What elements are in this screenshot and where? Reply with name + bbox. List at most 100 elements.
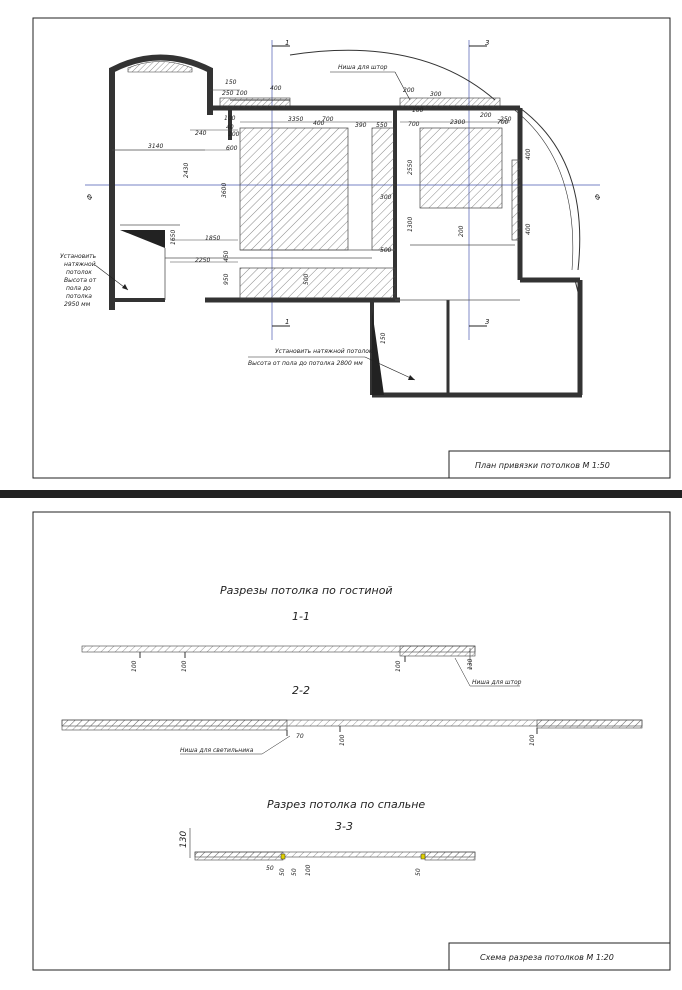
dark-wedge-bottom [372,310,384,395]
section-1-label: 1-1 [292,610,310,623]
center-note: Установить натяжной потолок Высота от по… [248,348,373,367]
dim-label: 100 [224,115,236,122]
axis-3-label-bottom: 3 [485,318,489,326]
dim-label: 100 [181,660,188,672]
dim-label: 300 [380,194,392,201]
dim-label: 100 [529,734,536,746]
dim-label: 250 [500,116,512,123]
axis-right-label: Ф [594,194,602,200]
dim-label: 130 [467,658,474,670]
dim-label: 100 [339,734,346,746]
balcony-wall [109,54,213,300]
dim-label: 500 [380,247,392,254]
bay-window-arc [289,49,496,101]
section-3-label: 3-3 [335,820,353,833]
niche-note: Ниша для штор [338,64,388,71]
svg-text:Высота от: Высота от [64,277,97,284]
heading-living: Разрезы потолка по гостиной [220,584,393,597]
dim-label: 300 [430,91,442,98]
dim-label: 130 [179,831,189,848]
dim-label: 70 [296,733,304,740]
dim-label: 700 [408,121,420,128]
dim-label: 390 [355,122,367,129]
svg-text:2950 мм: 2950 мм [64,301,91,308]
dim-label: 100 [236,90,248,97]
dim-label: 550 [376,122,388,129]
title-text: План привязки потолков М 1:50 [475,461,610,470]
svg-text:потолка: потолка [66,293,92,300]
dim-label: 1300 [407,217,414,232]
dim-label: 700 [322,116,334,123]
dim-label: 100 [412,107,424,114]
ceiling-zone-bottom [239,267,396,299]
dim-label: 100 [228,131,240,138]
ceiling-zone-bedroom [419,127,503,209]
axis-left-label: Ф [86,194,94,200]
dim-label: 500 [303,273,310,285]
title-block [448,942,671,971]
dim-label: 100 [305,864,312,876]
dim-label: 400 [525,148,532,160]
section-2-2: 70 100 100 Ниша для светильника [61,719,643,755]
dim-label: 150 [380,332,387,344]
axis-3-label-top: 3 [485,39,489,47]
svg-text:Установить: Установить [60,253,97,260]
dim-label: 400 [313,120,325,127]
heading-bedroom: Разрез потолка по спальне [267,798,425,811]
axis-1-label-top: 1 [285,39,289,47]
dim-label: 600 [226,145,238,152]
svg-text:потолок: потолок [66,269,92,276]
left-note: Установить натяжной потолок Высота от по… [60,253,97,308]
dim-label: 2430 [183,163,190,178]
dim-label: 50 [279,868,286,876]
svg-text:Высота от пола до потолка 2800: Высота от пола до потолка 2800 мм [248,360,363,367]
dim-label: 1650 [170,230,177,245]
ceiling-zone-strip [371,127,395,251]
svg-text:пола до: пола до [66,285,91,292]
sheet-frame [32,511,671,971]
floor-plan-drawing: План привязки потолков М 1:50 1 3 1 3 Ф … [32,17,671,479]
dim-label: 200 [480,112,492,119]
svg-text:натяжной: натяжной [64,261,96,268]
dim-label: 700 [497,119,509,126]
floor-plan-sheet: План привязки потолков М 1:50 1 3 1 3 Ф … [0,0,682,490]
sections-drawing: Схема разреза потолков М 1:20 Разрезы по… [32,511,671,971]
dim-label: 2250 [195,257,210,264]
sections-sheet: Схема разреза потолков М 1:20 Разрезы по… [0,498,682,990]
sheet-separator [0,490,682,498]
dim-label: 3600 [221,183,228,198]
dim-label: 40 [226,124,234,131]
section-1-1: 100 100 100 130 Ниша для штор [81,645,522,687]
niche-light-note: Ниша для светильника [180,747,254,754]
title-block [448,450,671,479]
axis-1-label-bottom: 1 [285,318,289,326]
svg-text:Установить натяжной потолок: Установить натяжной потолок [275,348,373,355]
dim-label: 100 [131,660,138,672]
section-3-3: 130 50 50 50 100 50 [179,828,476,876]
dim-label: 100 [395,660,402,672]
dim-label: 400 [270,85,282,92]
dim-label: 50 [266,865,274,872]
ceiling-zone-living [239,127,349,251]
dim-label: 250 [222,90,234,97]
dark-wedge-left [120,230,165,248]
dim-label: 950 [223,273,230,285]
dim-label: 240 [195,130,207,137]
dim-label: 200 [458,225,465,237]
plan-dimensions: 150 250 100 400 240 40 3350 700 390 550 … [148,79,532,344]
dim-label: 3350 [288,116,303,123]
sheet-frame [32,17,671,479]
section-2-label: 2-2 [292,684,310,697]
title-text: Схема разреза потолков М 1:20 [480,953,614,962]
dim-label: 200 [403,87,415,94]
dim-label: 150 [225,79,237,86]
niche-curtains-note: Ниша для штор [472,679,522,686]
dim-label: 450 [223,250,230,262]
dim-label: 2550 [407,160,414,175]
ceiling-zone-bedroom-side [511,159,521,241]
dim-label: 3140 [148,143,163,150]
dim-label: 50 [415,868,422,876]
dim-label: 50 [291,868,298,876]
dim-label: 1850 [205,235,220,242]
dim-label: 2300 [450,119,465,126]
